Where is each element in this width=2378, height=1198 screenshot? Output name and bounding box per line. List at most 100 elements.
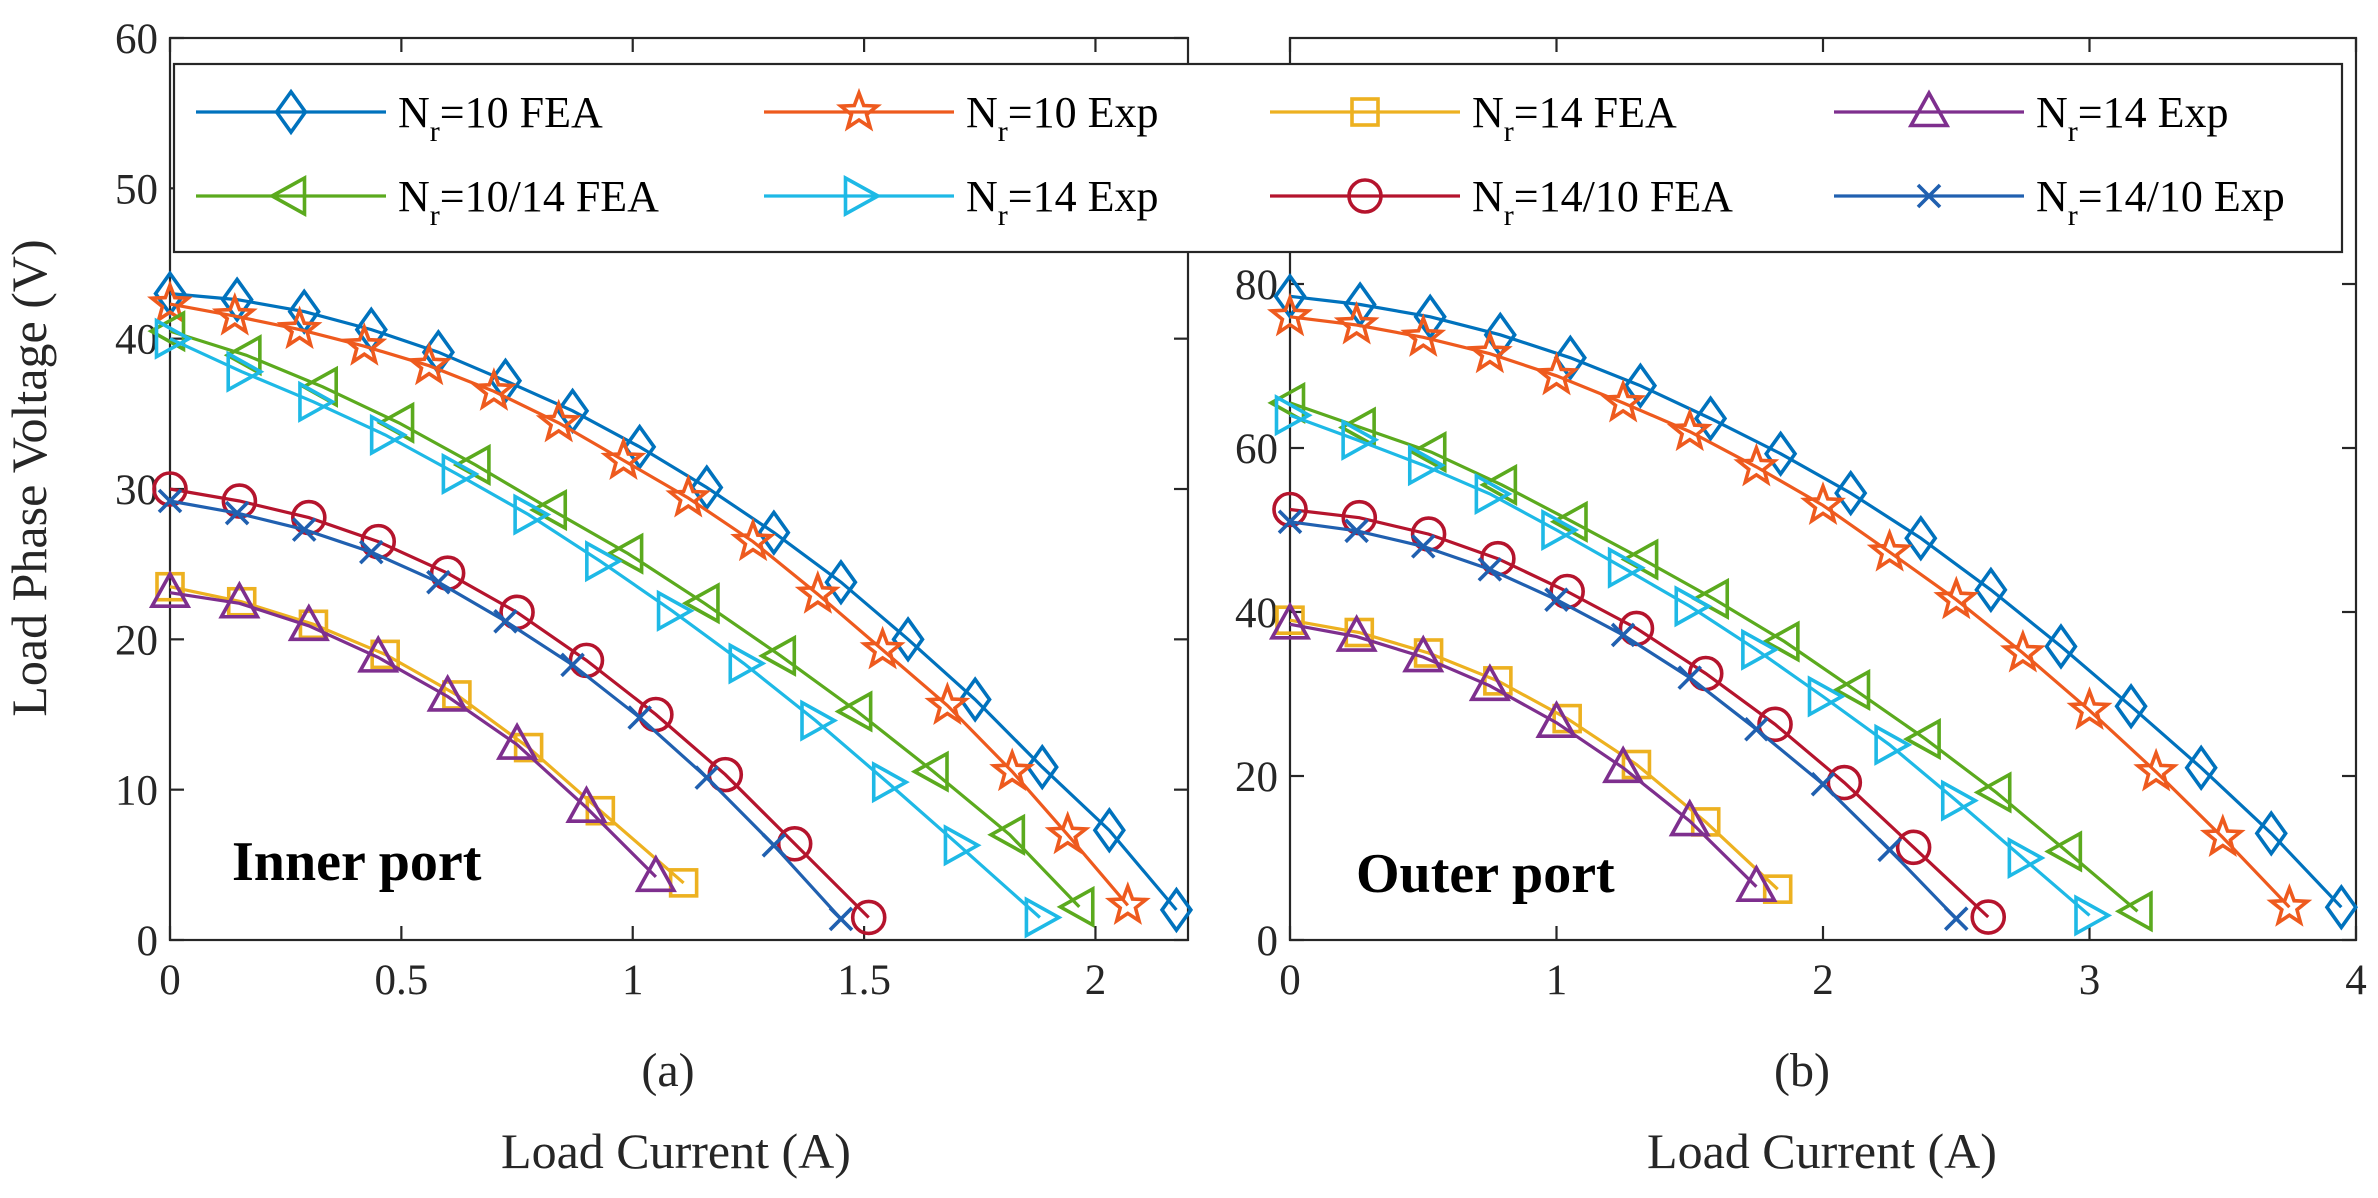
y-tick-label: 0 xyxy=(137,918,159,965)
data-point xyxy=(1832,668,1871,711)
data-point xyxy=(958,676,992,723)
data-point xyxy=(623,423,657,471)
data-point xyxy=(1466,329,1513,374)
data-point xyxy=(224,500,250,526)
data-point xyxy=(535,398,582,443)
data-point xyxy=(1408,431,1447,474)
panel-a-label: (a) xyxy=(641,1044,694,1097)
data-point xyxy=(730,517,776,562)
data-point xyxy=(824,558,858,606)
data-point xyxy=(1810,771,1836,797)
data-point xyxy=(656,589,695,632)
data-point xyxy=(1104,881,1151,925)
x-tick-label: 1 xyxy=(622,957,644,1004)
legend-entry: Nr=10 Exp xyxy=(764,87,1158,148)
data-point xyxy=(1764,430,1798,477)
data-point xyxy=(665,473,712,518)
data-point xyxy=(800,699,839,742)
data-point xyxy=(1474,472,1513,515)
data-point xyxy=(1410,534,1436,559)
data-point xyxy=(2254,810,2288,857)
series-diamond xyxy=(1273,273,2358,931)
data-point xyxy=(758,634,797,677)
data-point xyxy=(470,367,517,411)
legend-entry: Nr=14/10 FEA xyxy=(1270,172,1733,232)
series-line xyxy=(169,337,1041,919)
data-point xyxy=(369,413,408,456)
data-point xyxy=(1940,779,1979,822)
panel-b-label: (b) xyxy=(1774,1044,1830,1097)
data-point xyxy=(226,350,265,393)
data-point xyxy=(1333,300,1380,345)
data-point xyxy=(850,899,887,936)
data-point xyxy=(1553,334,1587,382)
data-point xyxy=(1024,896,1063,939)
legend-label: Nr=14 Exp xyxy=(2036,88,2228,148)
data-point xyxy=(1541,508,1580,552)
legend-label: Nr=10 Exp xyxy=(966,88,1158,148)
x-tick-label: 1 xyxy=(1546,957,1568,1004)
y-tick-label: 30 xyxy=(115,467,158,514)
series-star xyxy=(1267,292,2313,927)
data-point xyxy=(681,582,720,625)
legend-label: Nr=14/10 Exp xyxy=(2036,172,2285,232)
data-point xyxy=(943,824,982,867)
series-diamond xyxy=(153,270,1194,934)
x-tick-label: 0.5 xyxy=(374,957,428,1004)
data-point xyxy=(600,436,647,480)
data-point xyxy=(1902,718,1941,761)
y-tick-label: 50 xyxy=(115,166,158,213)
series-star xyxy=(147,279,1151,925)
data-point xyxy=(1344,518,1369,544)
y-tick-label: 40 xyxy=(115,317,158,364)
data-point xyxy=(1677,665,1703,690)
data-point xyxy=(147,279,193,324)
data-point xyxy=(690,464,724,511)
data-point xyxy=(987,813,1026,856)
data-point xyxy=(834,690,873,733)
data-point xyxy=(513,493,552,536)
series-triangle-left xyxy=(147,310,1095,928)
data-point xyxy=(152,471,188,507)
data-point xyxy=(1468,663,1511,702)
data-point xyxy=(218,580,261,619)
data-point xyxy=(1607,546,1646,589)
legend-entry: Nr=14 Exp xyxy=(1834,88,2228,148)
data-point xyxy=(1733,442,1780,487)
data-point xyxy=(2066,686,2113,730)
data-point xyxy=(1268,601,1312,640)
data-point xyxy=(1600,378,1647,423)
x-tick-label: 0 xyxy=(159,957,181,1004)
data-point xyxy=(211,291,258,336)
series-triangle-left xyxy=(1267,381,2153,933)
data-point xyxy=(1535,700,1578,739)
data-point xyxy=(1610,622,1636,648)
y-tick-label: 40 xyxy=(1235,590,1278,637)
data-point xyxy=(1025,743,1059,791)
data-point xyxy=(1674,585,1713,628)
data-point xyxy=(859,625,906,670)
data-point xyxy=(359,539,384,565)
data-point xyxy=(605,532,644,575)
data-point xyxy=(1400,313,1447,357)
data-point xyxy=(1691,577,1730,620)
data-point xyxy=(1666,407,1713,452)
data-point xyxy=(154,317,193,360)
series-line xyxy=(1289,294,2343,909)
data-point xyxy=(2133,747,2180,792)
data-point xyxy=(1904,514,1938,562)
data-point xyxy=(1335,613,1378,652)
data-point xyxy=(585,540,623,583)
legend-box xyxy=(172,62,2344,254)
x-tick-label: 1.5 xyxy=(837,957,891,1004)
data-point xyxy=(891,616,925,663)
data-point xyxy=(2044,623,2078,670)
y-axis-label: Load Phase Voltage (V) xyxy=(1,239,57,716)
y-tick-label: 60 xyxy=(1235,426,1278,473)
legend-marker xyxy=(836,87,882,132)
series-triangle-right xyxy=(154,317,1063,939)
legend-label: Nr=14/10 FEA xyxy=(1472,172,1733,232)
data-point xyxy=(1762,874,1793,904)
